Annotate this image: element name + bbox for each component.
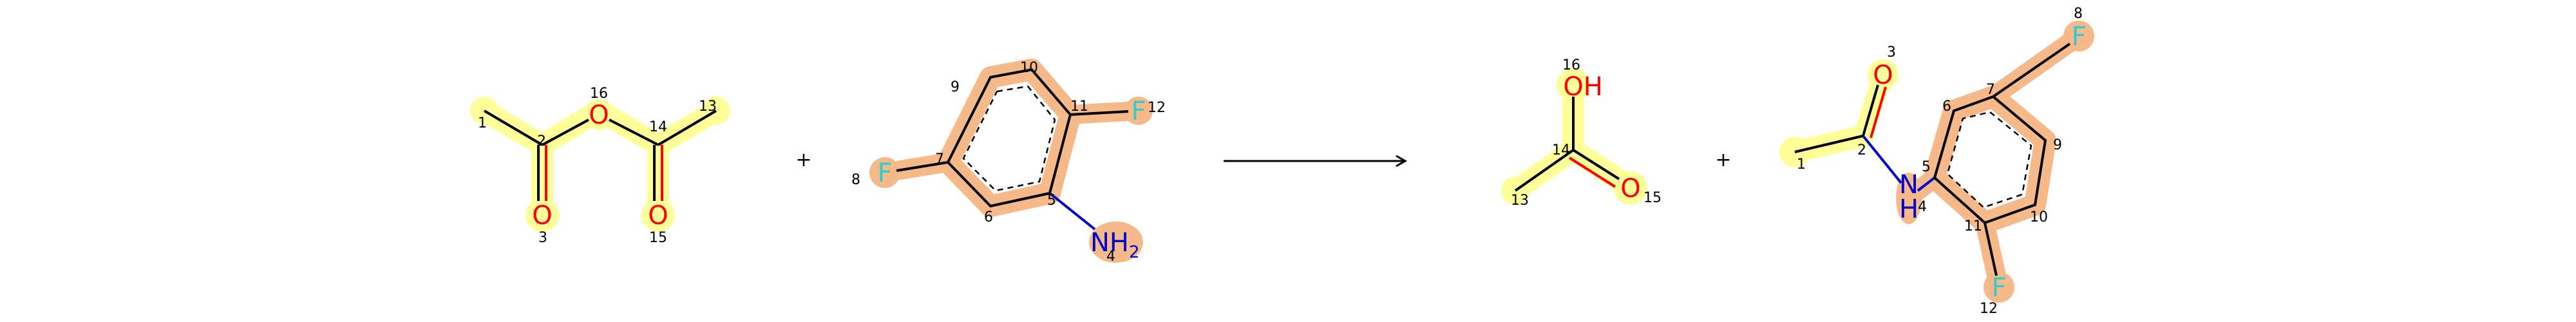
bonds [483, 109, 717, 201]
bonds [896, 68, 1129, 231]
atom-index-1: 1 [478, 115, 487, 131]
atom-index-8: 8 [851, 172, 860, 188]
highlights [1779, 21, 2094, 303]
atom-index-12: 12 [1148, 100, 1166, 116]
bonds [1514, 97, 1620, 192]
atom-index-2: 2 [537, 133, 546, 149]
fluorine-atom-8: F [877, 158, 892, 188]
atom-index-13: 13 [1511, 193, 1529, 209]
atom-index-10: 10 [2030, 209, 2048, 225]
fluorine-atom-12: F [1991, 273, 2006, 303]
atom-index-16: 16 [1562, 57, 1580, 73]
atom-index-1: 1 [1797, 156, 1806, 173]
atom-index-4: 4 [1106, 249, 1115, 265]
reactant-difluoroaniline: F F NH2 4 5 6 7 8 9 10 11 12 [851, 59, 1166, 265]
atom-index-16: 16 [590, 86, 608, 102]
product-acetic-acid: OH O 13 14 15 16 [1501, 57, 1662, 209]
atom-index-6: 6 [1942, 99, 1951, 115]
plus-sign-2: + [1715, 149, 1731, 171]
atom-index-4: 4 [1918, 199, 1927, 215]
product-acetanilide: O N H F F 1 2 3 4 5 6 7 8 9 10 11 12 [1779, 6, 2094, 317]
atom-index-9: 9 [951, 79, 960, 95]
amide-hydrogen: H [1899, 194, 1918, 224]
oxygen-atom-3: O [532, 201, 552, 231]
amine-subscript-2: 2 [1129, 243, 1140, 262]
plus-sign-1: + [795, 149, 811, 171]
atom-index-5: 5 [1047, 193, 1056, 209]
amine-group-4: NH2 [1090, 228, 1140, 262]
reaction-arrow [1224, 155, 1408, 167]
atom-index-7: 7 [1986, 82, 1995, 98]
atom-index-15: 15 [649, 230, 667, 246]
atom-index-10: 10 [1020, 60, 1038, 76]
oxygen-atom-3: O [1873, 61, 1893, 90]
oxygen-atom-15: O [1620, 174, 1640, 204]
atom-index-3: 3 [1887, 44, 1896, 61]
reactant-acetic-anhydride: O O O 1 2 3 13 14 15 16 [470, 86, 730, 246]
atom-index-7: 7 [935, 151, 944, 167]
atom-index-13: 13 [699, 99, 717, 115]
oxygen-atom-15: O [648, 201, 668, 231]
atom-index-12: 12 [1980, 301, 1998, 317]
atom-index-2: 2 [1857, 142, 1866, 158]
atom-index-9: 9 [2053, 137, 2062, 153]
atom-index-11: 11 [1070, 99, 1088, 115]
atom-index-5: 5 [1922, 159, 1931, 175]
atom-index-11: 11 [1964, 218, 1982, 234]
atom-index-3: 3 [538, 230, 547, 246]
atom-index-15: 15 [1643, 190, 1662, 206]
amide-nitrogen-4: N [1899, 170, 1918, 200]
atom-index-8: 8 [2074, 6, 2083, 22]
fluorine-atom-12: F [1131, 97, 1146, 126]
atom-index-14: 14 [1552, 142, 1570, 158]
hydroxyl-atom-16: OH [1563, 72, 1603, 102]
atom-index-14: 14 [649, 119, 667, 135]
bonds [1794, 43, 2071, 276]
amine-nh-label: NH [1090, 228, 1129, 258]
oxygen-atom-16: O [589, 100, 609, 130]
atom-index-6: 6 [984, 209, 993, 225]
fluorine-atom-8: F [2071, 22, 2086, 52]
